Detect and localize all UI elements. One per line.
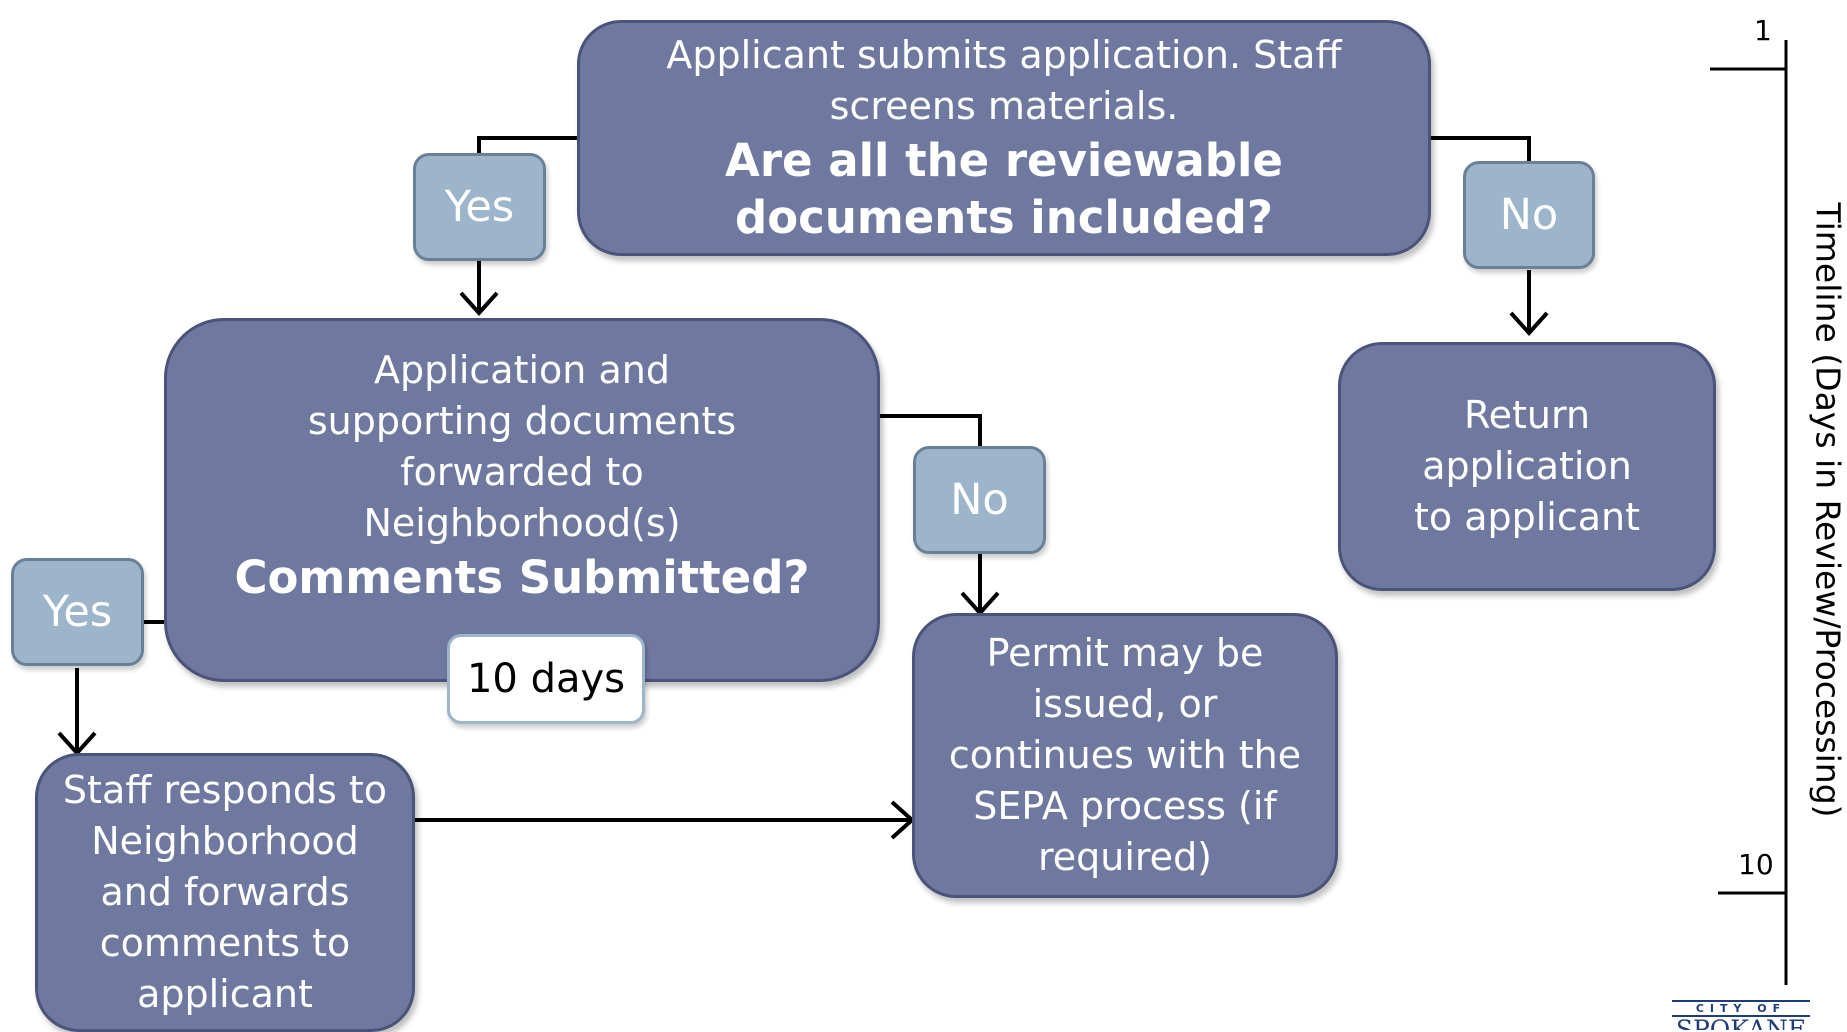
return-application-box: Return application to applicant (1338, 342, 1716, 591)
screening-text: Applicant submits application. Staff scr… (619, 30, 1389, 132)
staff-text: Staff responds to Neighborhood and forwa… (60, 765, 390, 1020)
no-label-top: No (1463, 161, 1595, 269)
neighborhood-text: Application and supporting documents for… (272, 345, 772, 549)
permit-text: Permit may be issued, or continues with … (940, 628, 1310, 883)
city-logo: CITY OF SPOKANE (1672, 1000, 1810, 1030)
connector-top-no (1430, 138, 1529, 163)
duration-badge: 10 days (447, 634, 645, 724)
yes-label-left: Yes (11, 558, 144, 666)
screening-decision-box: Applicant submits application. Staff scr… (577, 20, 1431, 256)
neighborhood-review-box: Application and supporting documents for… (164, 318, 880, 682)
timeline-title: Timeline (Days in Review/Processing) (1809, 202, 1847, 817)
staff-response-box: Staff responds to Neighborhood and forwa… (35, 753, 415, 1032)
permit-issued-box: Permit may be issued, or continues with … (912, 613, 1338, 898)
screening-question: Are all the reviewable documents include… (614, 132, 1394, 246)
logo-big-text: SPOKANE (1672, 1017, 1810, 1030)
connector-neighborhood-no (880, 416, 980, 446)
no-label-middle: No (913, 446, 1046, 554)
timeline-start-label: 1 (1754, 14, 1772, 47)
yes-label-top: Yes (413, 153, 546, 261)
timeline-end-label: 10 (1738, 848, 1774, 881)
neighborhood-question: Comments Submitted? (234, 549, 809, 606)
return-text: Return application to applicant (1402, 390, 1652, 543)
